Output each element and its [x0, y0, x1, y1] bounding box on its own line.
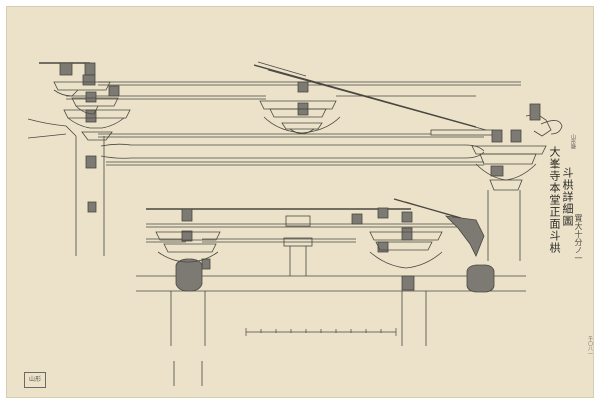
corner-bracket-cluster	[471, 103, 547, 261]
prefecture-note: 山形縣	[570, 134, 576, 149]
roof-rafter	[253, 61, 563, 137]
drawing-sheet: 山形縣 大峯寺本堂正面斗栱 斗栱詳細圖 實大十分ノ一 千〇八一 山形	[6, 6, 594, 398]
left-bracket-cluster	[53, 62, 131, 213]
left-column	[27, 118, 105, 256]
corner-note: 千〇八一	[587, 336, 593, 356]
scale-note: 實大十分ノ一	[574, 214, 583, 262]
bracket-drawing	[27, 61, 563, 386]
middle-bracket-cluster	[259, 81, 341, 134]
drawing-name: 斗栱詳細圖	[561, 167, 574, 227]
center-post	[283, 215, 313, 276]
lower-left-bracket	[155, 208, 221, 386]
drawing-title: 大峯寺本堂正面斗栱	[548, 146, 561, 254]
scale-bar	[245, 328, 397, 336]
collection-stamp: 山形	[24, 372, 46, 388]
lower-right-bracket	[351, 207, 495, 346]
upper-beams	[39, 62, 521, 166]
